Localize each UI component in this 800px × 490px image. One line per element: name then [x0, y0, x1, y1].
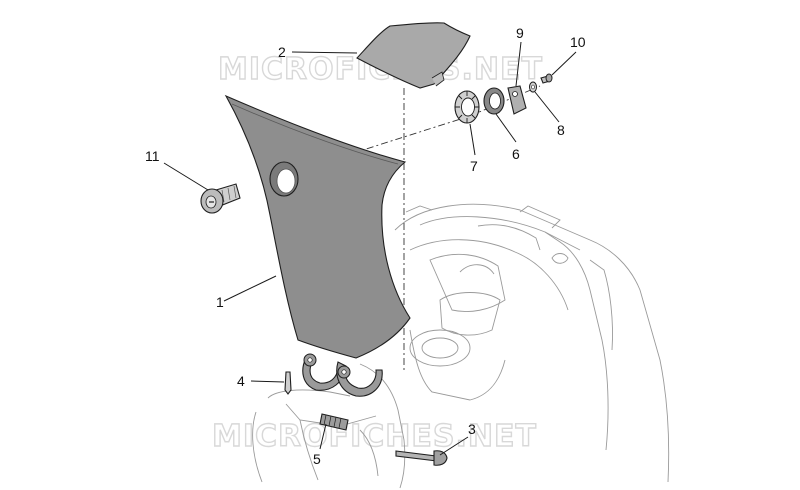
callout-labels: 1 2 3 4 5 6 7 8 9 10 11 — [145, 25, 586, 467]
spring[interactable] — [319, 413, 349, 431]
pin[interactable] — [284, 371, 292, 395]
lock-cam[interactable] — [507, 85, 527, 115]
lock-washer[interactable] — [454, 90, 480, 124]
front-cover-panel[interactable] — [224, 94, 411, 359]
callout-7: 7 — [470, 158, 478, 174]
upper-cover-plate[interactable] — [356, 22, 471, 89]
lock-cylinder[interactable] — [200, 183, 241, 214]
callout-6: 6 — [512, 146, 520, 162]
scooter-frame-outline — [252, 203, 670, 489]
rubber-ring[interactable] — [483, 87, 505, 115]
callout-9: 9 — [516, 25, 524, 41]
callout-4: 4 — [237, 373, 245, 389]
callout-5: 5 — [313, 451, 321, 467]
washer[interactable] — [529, 81, 537, 93]
watermark-bottom: MICROFICHES.NET — [212, 419, 537, 454]
hook-brackets[interactable] — [302, 353, 383, 397]
bolt[interactable] — [395, 450, 448, 466]
leader-lines — [163, 41, 577, 456]
callout-11: 11 — [145, 148, 160, 164]
callout-1: 1 — [216, 294, 224, 310]
callout-10: 10 — [570, 34, 586, 50]
callout-8: 8 — [557, 122, 565, 138]
callout-3: 3 — [468, 421, 476, 437]
screw[interactable] — [540, 73, 553, 84]
callout-2: 2 — [278, 44, 286, 60]
